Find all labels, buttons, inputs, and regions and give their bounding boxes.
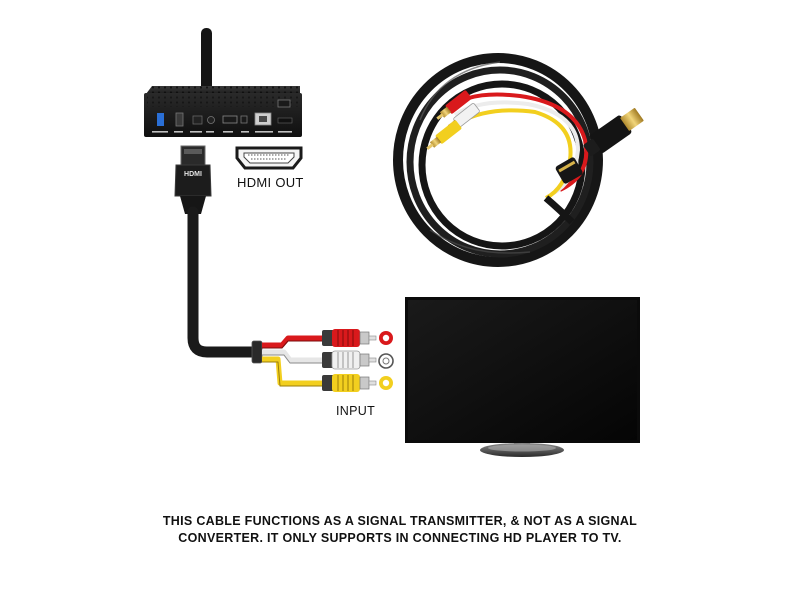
- television: [405, 297, 640, 457]
- rca-plug-yellow: [322, 374, 377, 392]
- input-label: INPUT: [336, 404, 375, 418]
- hdmi-out-label: HDMI OUT: [237, 175, 304, 190]
- coil-rca-red: [436, 90, 472, 120]
- coil-hdmi-plug: [583, 108, 644, 156]
- rca-plug-red: [322, 329, 377, 347]
- red-wire: [262, 335, 330, 348]
- rca-plug-white: [322, 350, 377, 370]
- coil-highlight-1: [419, 61, 501, 121]
- usb-port: [175, 112, 184, 127]
- coil-rca-yellow: [426, 120, 462, 150]
- sd-slot: [277, 117, 293, 124]
- hdmi-plug-strain-relief: [180, 196, 206, 214]
- inner-red-cable: [448, 92, 589, 192]
- white-wire-edge: [262, 354, 330, 364]
- cable-coil-outer: [393, 53, 603, 267]
- inner-yellow-cable: [459, 108, 573, 200]
- hdmi-plug: HDMI: [174, 145, 212, 214]
- cable-coil-mid: [406, 66, 594, 258]
- usb-port-blue: [157, 113, 164, 126]
- power-port: [240, 115, 248, 124]
- tv-stand-highlight: [488, 444, 556, 452]
- port-labels: [152, 131, 292, 133]
- cable-splitter: [251, 340, 263, 364]
- caption-line-2: CONVERTER. IT ONLY SUPPORTS IN CONNECTIN…: [178, 531, 622, 545]
- hdmi-plug-body: [174, 164, 212, 197]
- cable-lead-to-splitter: [543, 195, 575, 225]
- cable-coil-inner: [418, 80, 586, 250]
- rca-input-jack-yellow: [379, 376, 393, 390]
- red-wire-edge: [262, 340, 330, 349]
- hdmi-plug-tip-inner: [184, 149, 202, 154]
- coiled-cable-photo: [393, 53, 644, 267]
- tv-screen: [408, 300, 637, 440]
- rca-wires: [262, 335, 330, 387]
- coil-highlight-2: [429, 229, 531, 254]
- rca-input-jack-white: [378, 353, 394, 369]
- optical-port: [192, 115, 203, 125]
- av-port: [207, 116, 215, 124]
- ethernet-port-inner: [259, 116, 267, 122]
- hdmi-port: [222, 115, 238, 124]
- reset-port: [277, 99, 291, 108]
- hdmi-port-illustration: [235, 146, 303, 170]
- yellow-wire-edge: [262, 361, 330, 387]
- box-vents: [152, 84, 300, 94]
- box-front-vents: [147, 95, 299, 107]
- media-player-box: [144, 28, 302, 137]
- coil-ferrite: [555, 157, 583, 184]
- hdmi-plug-logo: HDMI: [184, 171, 202, 178]
- main-cable: [187, 206, 261, 358]
- caption-line-1: THIS CABLE FUNCTIONS AS A SIGNAL TRANSMI…: [162, 514, 638, 528]
- disclaimer-caption: THIS CABLE FUNCTIONS AS A SIGNAL TRANSMI…: [90, 513, 710, 547]
- rca-input-jack-red: [379, 331, 393, 345]
- white-wire: [262, 349, 330, 363]
